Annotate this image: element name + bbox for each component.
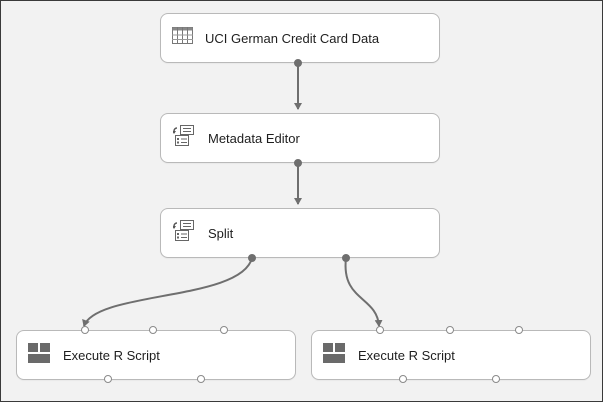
output-port[interactable] bbox=[294, 59, 302, 67]
output-port-right[interactable] bbox=[342, 254, 350, 262]
module-execute-r-script-1[interactable]: Execute R Script bbox=[16, 326, 296, 383]
connector-split-to-r-script-2[interactable] bbox=[344, 257, 383, 327]
output-port-1[interactable] bbox=[104, 375, 112, 383]
output-port-2[interactable] bbox=[197, 375, 205, 383]
r-script-blocks-icon bbox=[28, 342, 50, 368]
input-port-2[interactable] bbox=[149, 326, 157, 334]
input-port-3[interactable] bbox=[515, 326, 523, 334]
input-port-3[interactable] bbox=[220, 326, 228, 334]
module-label: Execute R Script bbox=[358, 347, 455, 363]
output-port[interactable] bbox=[294, 159, 302, 167]
table-grid-icon bbox=[172, 27, 193, 49]
connector-split-to-r-script-1[interactable] bbox=[82, 257, 253, 327]
module-uci-german-credit-card-data[interactable]: UCI German Credit Card Data bbox=[160, 13, 440, 67]
metadata-editor-icon bbox=[172, 220, 195, 246]
output-port-2[interactable] bbox=[492, 375, 500, 383]
input-port-2[interactable] bbox=[446, 326, 454, 334]
output-port-1[interactable] bbox=[399, 375, 407, 383]
module-split[interactable]: Split bbox=[160, 208, 440, 262]
metadata-editor-icon bbox=[172, 125, 195, 151]
output-port-left[interactable] bbox=[248, 254, 256, 262]
module-label: UCI German Credit Card Data bbox=[205, 30, 380, 46]
module-metadata-editor[interactable]: Metadata Editor bbox=[160, 113, 440, 167]
module-label: Metadata Editor bbox=[208, 130, 300, 146]
input-port-1[interactable] bbox=[81, 326, 89, 334]
module-label: Execute R Script bbox=[63, 347, 160, 363]
module-execute-r-script-2[interactable]: Execute R Script bbox=[311, 326, 591, 383]
r-script-blocks-icon bbox=[323, 342, 345, 368]
input-port-1[interactable] bbox=[376, 326, 384, 334]
module-label: Split bbox=[208, 225, 234, 241]
